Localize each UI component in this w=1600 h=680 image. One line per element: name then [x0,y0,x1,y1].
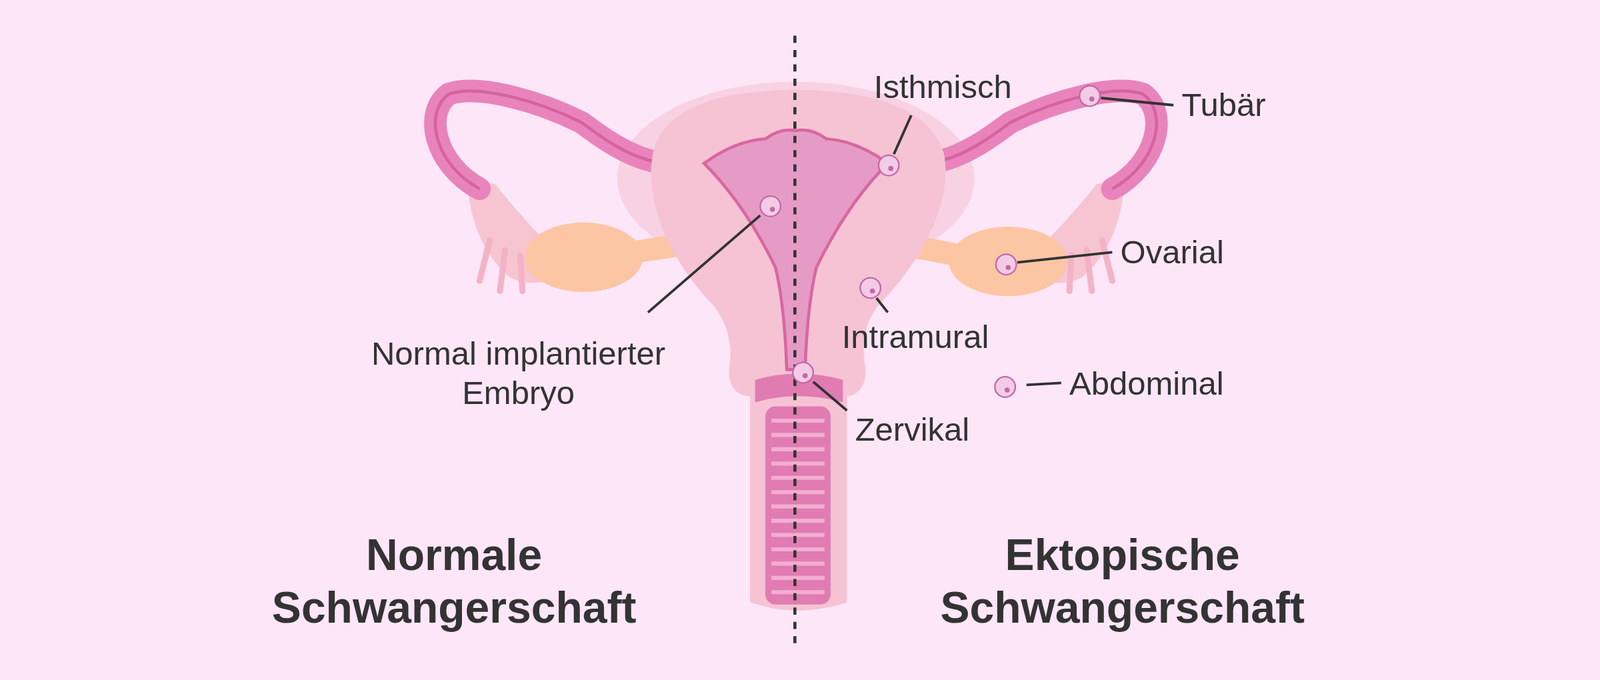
location-label: Ovarial [1120,232,1224,272]
vaginal-canal [765,406,831,605]
gestational-sacs [760,86,1100,398]
embryo-label: Normal implantierter Embryo [332,334,706,413]
leader-line [1017,252,1112,262]
embryo-dot [802,373,808,379]
leader-line [894,115,912,154]
gestational-sac [994,376,1016,398]
embryo-dot [870,288,876,294]
embryo-dot [1005,264,1011,270]
gestational-sac [878,155,900,176]
divider-line [793,36,797,646]
vagina [750,378,847,611]
embryo-dot [888,166,894,172]
fimbria-finger [479,240,522,292]
leader-line [813,382,848,411]
leader-line [876,298,888,312]
leader-line [1101,98,1174,106]
gestational-sac [1079,86,1100,107]
gestational-sac [996,254,1017,275]
gestational-sac [860,278,881,299]
location-label: Zervikal [855,410,970,450]
embryo-dot [1089,96,1095,102]
gestational-sac [760,196,781,217]
vaginal-ridges [771,420,825,592]
section-heading: Ektopische Schwangerschaft [896,528,1350,634]
leader-line [648,215,760,312]
leader-line [1026,382,1062,385]
location-label: Abdominal [1069,364,1224,404]
embryo-dots [770,96,1095,393]
location-label: Isthmisch [874,67,1012,107]
fimbria-finger [1069,240,1112,292]
embryo-dot [770,206,776,212]
embryo-dot [1004,387,1010,393]
location-label: Intramural [842,317,990,357]
leader-lines [648,98,1174,411]
location-label: Tubär [1181,85,1266,125]
ovary [948,226,1068,296]
section-heading: Normale Schwangerschaft [240,528,668,634]
ovary [524,222,644,292]
gestational-sac [792,362,814,384]
